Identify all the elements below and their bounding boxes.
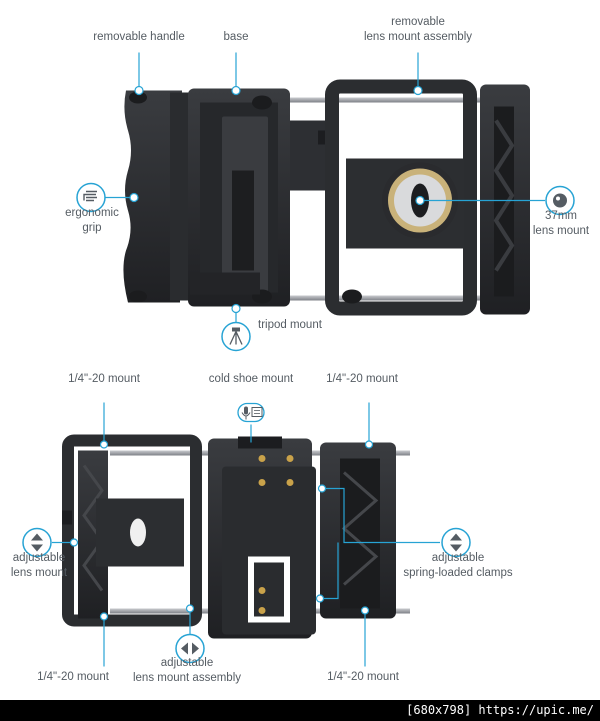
label-grip-line2: grip (82, 222, 102, 234)
label-cold-shoe-mount: cold shoe mount (208, 373, 294, 385)
hand-icon (76, 182, 106, 213)
footer-bar: [680x798] https://upic.me/ (0, 700, 600, 721)
label-mount-top-right: 1/4"-20 mount (326, 373, 398, 385)
top-callout-dots (129, 85, 425, 314)
bottom-callouts (52, 402, 440, 667)
top-rod-lower (150, 295, 530, 301)
bottom-callout-dots (69, 440, 374, 621)
center-base-shape (208, 436, 316, 639)
lens-assembly-shape (325, 79, 477, 316)
leftright-arrows-icon (175, 633, 205, 664)
label-clamps-line2: spring-loaded clamps (403, 567, 513, 579)
label-lens-assembly-line2: lens mount assembly (363, 31, 473, 43)
right-clamp-frame-shape (320, 442, 396, 619)
footer-text[interactable]: [680x798] https://upic.me/ (406, 703, 594, 717)
updown-arrows-icon (22, 527, 52, 558)
tripod-icon (221, 321, 251, 352)
label-assembly-line1: adjustable (160, 657, 214, 669)
label-removable-handle: removable handle (93, 31, 185, 43)
label-adjustable-lens-mount-line1: adjustable (12, 552, 66, 564)
label-clamps-line1: adjustable (431, 552, 485, 564)
label-mount-bottom-left: 1/4"-20 mount (37, 671, 109, 683)
updown-arrows-icon (441, 527, 471, 558)
label-mount-bottom-right: 1/4"-20 mount (327, 671, 399, 683)
label-lens-mount-line2: lens mount (532, 225, 590, 237)
label-lens-mount-line1: 37mm (545, 210, 577, 222)
label-adjustable-lens-mount-line2: lens mount (10, 567, 68, 579)
top-rig (76, 52, 575, 352)
label-base: base (223, 31, 249, 43)
label-lens-assembly-line1: removable (391, 16, 445, 28)
eye-icon (545, 185, 575, 216)
label-grip-line1: ergonomic (65, 207, 119, 219)
top-callouts (105, 52, 545, 323)
right-frame-shape (342, 84, 530, 315)
label-tripod-mount: tripod mount (258, 319, 322, 331)
microphone-icon (237, 402, 265, 423)
label-assembly-line2: lens mount assembly (132, 672, 242, 684)
left-lens-frame-shape (62, 434, 202, 627)
top-rod-upper (150, 97, 530, 103)
light-icon (251, 407, 263, 417)
removable-handle-shape (123, 90, 190, 303)
base-shape (188, 88, 330, 307)
label-mount-top-left: 1/4"-20 mount (68, 373, 140, 385)
bottom-rig (22, 402, 471, 667)
